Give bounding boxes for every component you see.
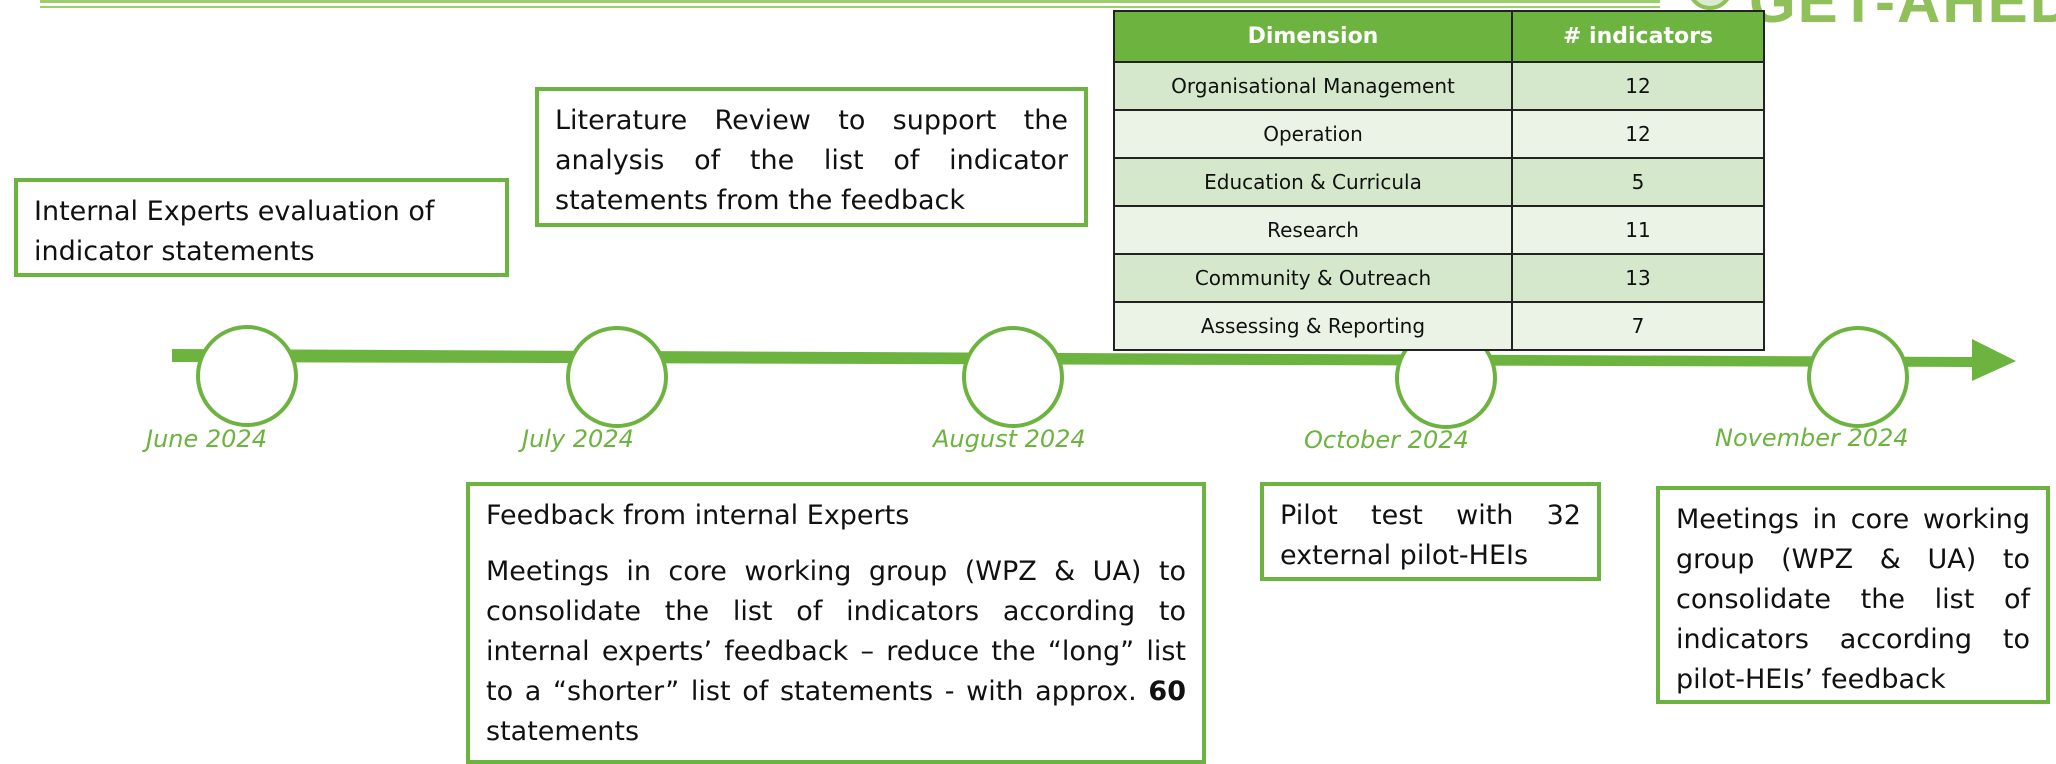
milestone-date-july: July 2024 (522, 425, 634, 453)
literature-review-box: Literature Review to support the analysi… (535, 87, 1088, 227)
table-header-dimension: Dimension (1113, 10, 1513, 63)
milestone-circle (196, 325, 298, 427)
table-cell-count: 12 (1511, 109, 1765, 159)
table-cell-dimension: Operation (1113, 109, 1513, 159)
milestone-circle (566, 326, 668, 428)
header-rule-thin (40, 6, 1660, 8)
pilot-test-text: Pilot test with 32 external pilot-HEIs (1280, 500, 1581, 571)
table-cell-dimension: Education & Curricula (1113, 157, 1513, 207)
table-cell-count: 5 (1511, 157, 1765, 207)
feedback-title: Feedback from internal Experts (486, 500, 910, 531)
table-cell-count: 7 (1511, 301, 1765, 351)
table-cell-count: 12 (1511, 61, 1765, 111)
literature-review-text: Literature Review to support the analysi… (555, 105, 1068, 216)
milestone-date-august: August 2024 (933, 425, 1086, 453)
feedback-body-end: statements (486, 716, 640, 747)
table-cell-dimension: Community & Outreach (1113, 253, 1513, 303)
milestone-circle (962, 326, 1064, 428)
logo-text: GET-AHED (1749, 0, 2056, 24)
table-row: Research 11 (1113, 205, 1765, 255)
pilot-test-box: Pilot test with 32 external pilot-HEIs (1260, 482, 1601, 581)
internal-experts-text: Internal Experts evaluation of indicator… (34, 196, 435, 267)
table-header-indicators: # indicators (1511, 10, 1765, 63)
milestone-circle (1807, 326, 1909, 428)
logo: GET-AHED (1685, 0, 2056, 24)
table-cell-dimension: Organisational Management (1113, 61, 1513, 111)
timeline-arrow-head (1972, 339, 2016, 381)
table-row: Education & Curricula 5 (1113, 157, 1765, 207)
table-row: Community & Outreach 13 (1113, 253, 1765, 303)
table-cell-count: 13 (1511, 253, 1765, 303)
table-cell-dimension: Assessing & Reporting (1113, 301, 1513, 351)
header-rule (40, 0, 1660, 3)
milestone-date-november: November 2024 (1715, 424, 1909, 452)
timeline-line (172, 349, 1975, 367)
milestone-date-june: June 2024 (146, 425, 267, 453)
indicators-table: Dimension # indicators Organisational Ma… (1113, 10, 1765, 351)
internal-experts-box: Internal Experts evaluation of indicator… (14, 178, 509, 277)
table-row: Organisational Management 12 (1113, 61, 1765, 111)
table-cell-dimension: Research (1113, 205, 1513, 255)
feedback-body-count: 60 (1148, 676, 1186, 707)
feedback-box: Feedback from internal Experts Meetings … (466, 482, 1206, 764)
feedback-body: Meetings in core working group (WPZ & UA… (486, 552, 1186, 752)
feedback-body-text: Meetings in core working group (WPZ & UA… (486, 556, 1186, 707)
november-meetings-text: Meetings in core working group (WPZ & UA… (1676, 504, 2030, 695)
table-row: Operation 12 (1113, 109, 1765, 159)
november-meetings-box: Meetings in core working group (WPZ & UA… (1656, 486, 2050, 704)
table-cell-count: 11 (1511, 205, 1765, 255)
milestone-date-october: October 2024 (1304, 426, 1469, 454)
table-row: Assessing & Reporting 7 (1113, 301, 1765, 351)
